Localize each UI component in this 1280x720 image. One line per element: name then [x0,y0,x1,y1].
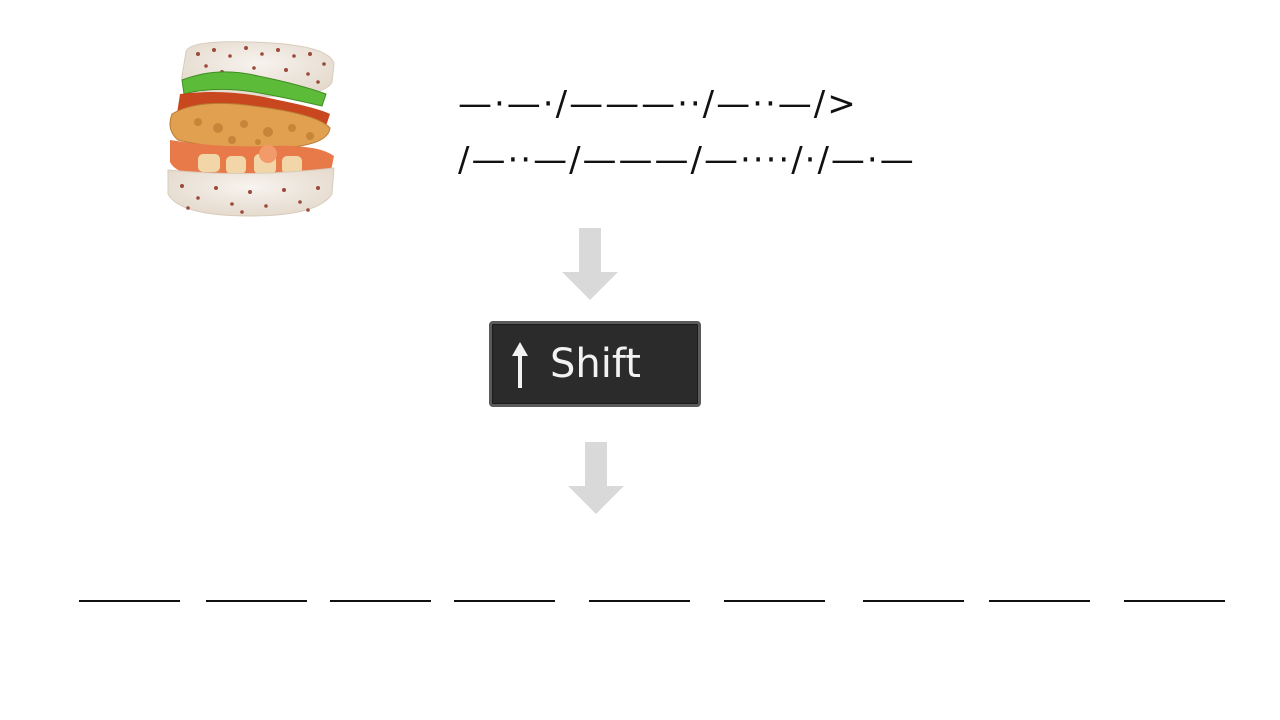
burger-icon [167,41,335,217]
morse-code-line-2: /—··—/———/—····/·/—·— [458,140,916,180]
answer-blank [1124,600,1225,602]
green-pepper [181,71,327,107]
answer-blank [589,600,690,602]
morse-code-line-1: —·—·/———··/—··—/> [458,84,858,124]
answer-blank [989,600,1090,602]
answer-blank [863,600,964,602]
shift-key-label: Shift [550,341,641,387]
shift-key: Shift [489,321,701,407]
answer-blank [79,600,180,602]
up-arrow-icon [512,342,528,388]
answer-blank [724,600,825,602]
answer-blank [330,600,431,602]
down-arrow-icon [568,442,624,514]
bun-speckles-bottom [180,184,320,214]
filling-pieces [198,145,302,174]
answer-blank [454,600,555,602]
answer-blank [206,600,307,602]
fried-patty [169,102,331,149]
down-arrow-icon [562,228,618,300]
patty-texture [194,118,314,145]
